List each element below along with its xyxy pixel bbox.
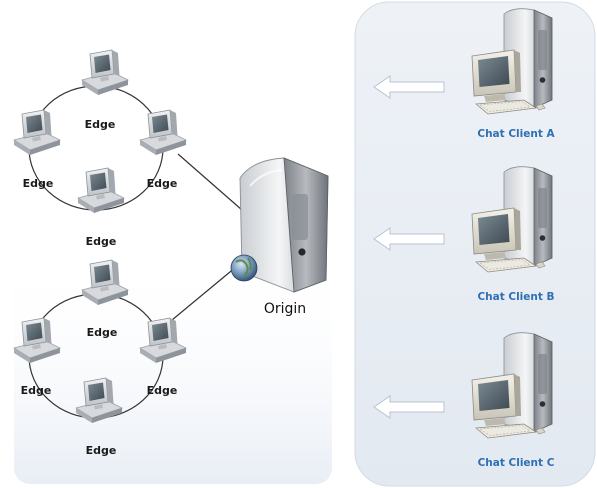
link-bottom-to-origin <box>171 261 243 321</box>
link-top-to-origin <box>177 153 243 211</box>
edge-label: Edge <box>21 384 52 397</box>
edge-label: Edge <box>85 118 116 131</box>
edge-node-icon <box>13 109 61 156</box>
edge-label: Edge <box>23 177 54 190</box>
edge-node-icon <box>81 49 129 96</box>
chat-client-label: Chat Client A <box>477 128 555 140</box>
edge-label: Edge <box>86 444 117 457</box>
edge-label: Edge <box>86 235 117 248</box>
chat-client-label: Chat Client B <box>477 291 554 303</box>
chat-client-label: Chat Client C <box>478 457 555 469</box>
edge-label: Edge <box>147 177 178 190</box>
edge-node-icon <box>77 167 125 214</box>
edge-label: Edge <box>87 326 118 339</box>
globe-icon <box>230 254 258 282</box>
origin-label: Origin <box>264 301 306 317</box>
origin-server-icon <box>230 157 329 293</box>
edge-node-icon <box>139 109 187 156</box>
edge-label: Edge <box>147 384 178 397</box>
left-background <box>14 250 332 484</box>
